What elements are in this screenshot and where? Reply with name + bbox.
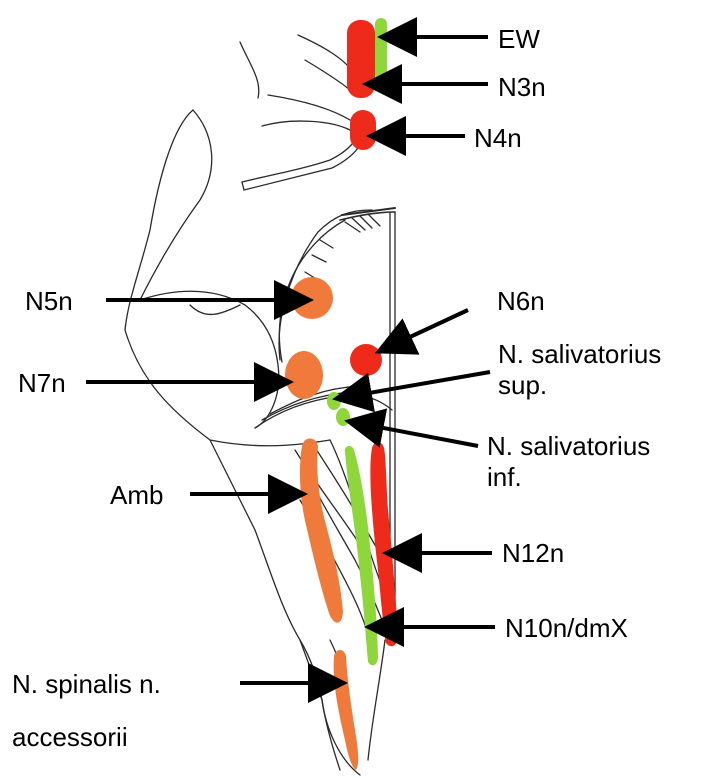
label-n12n: N12n <box>502 538 564 568</box>
label-spinalis-1: N. spinalis n. <box>12 669 161 699</box>
arrow-salivatorius-inf <box>352 422 478 446</box>
nucleus-amb <box>300 439 343 623</box>
label-salivatorius-sup-2: sup. <box>498 370 547 400</box>
label-salivatorius-sup-1: N. salivatorius <box>498 339 661 369</box>
nuclei <box>285 18 398 770</box>
label-n6n: N6n <box>497 286 545 316</box>
label-amb: Amb <box>110 480 163 510</box>
nucleus-salivatorius-sup <box>327 392 341 410</box>
label-spinalis-2: accessorii <box>12 722 128 752</box>
nucleus-salivatorius-inf <box>336 408 350 426</box>
nucleus-n4n <box>350 110 376 150</box>
label-n10n: N10n/dmX <box>505 613 628 643</box>
label-n3n: N3n <box>498 72 546 102</box>
label-salivatorius-inf-2: inf. <box>487 462 522 492</box>
label-n4n: N4n <box>474 123 522 153</box>
nucleus-n7n <box>285 351 323 399</box>
nucleus-n6n <box>350 344 382 376</box>
nucleus-spinalis-accessorii <box>334 650 359 770</box>
arrow-salivatorius-sup <box>340 372 490 398</box>
labels: EW N3n N4n N5n N6n N7n N. salivatorius s… <box>12 24 661 752</box>
label-n7n: N7n <box>18 368 66 398</box>
nucleus-ew <box>375 18 387 80</box>
label-n5n: N5n <box>25 286 73 316</box>
nucleus-n3n <box>347 20 375 98</box>
label-salivatorius-inf-1: N. salivatorius <box>487 431 650 461</box>
label-ew: EW <box>498 24 540 54</box>
